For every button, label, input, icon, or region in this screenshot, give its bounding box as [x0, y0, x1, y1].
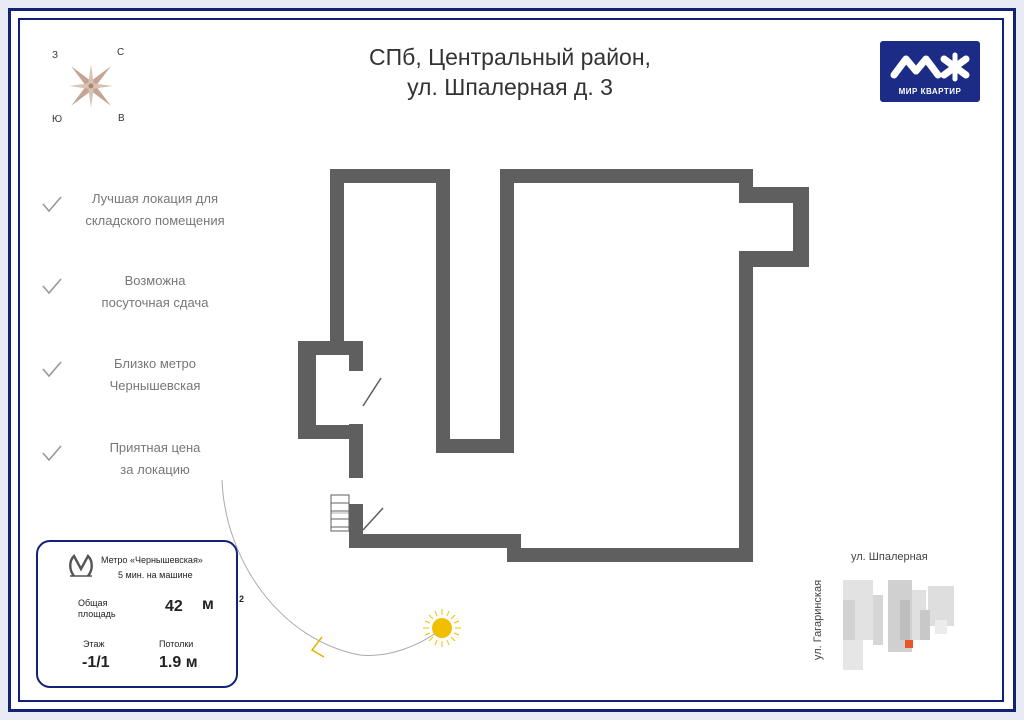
floor-label: Этаж — [83, 639, 105, 649]
door — [362, 507, 384, 531]
page-title-line2: ул. Шпалерная д. 3 — [407, 74, 613, 100]
ceiling-label: Потолки — [159, 639, 194, 649]
moon-icon — [215, 453, 236, 492]
metro-station-name: Метро «Чернышевская» — [101, 555, 203, 565]
area-value: 42 — [165, 598, 183, 615]
feature-text: Приятная цена — [109, 440, 201, 455]
area-unit: м — [202, 596, 214, 613]
wall — [298, 425, 363, 439]
sun-path-arrow — [310, 636, 325, 658]
staircase — [330, 494, 350, 532]
feature-text: Чернышевская — [109, 378, 201, 393]
metro-travel-time: 5 мин. на машине — [118, 570, 193, 580]
location-mini-map — [843, 580, 954, 670]
checkmark-icon — [42, 445, 62, 462]
sun-icon — [423, 609, 461, 647]
street-label-vertical: ул. Гагаринская — [812, 579, 824, 661]
info-card: Метро «Чернышевская» 5 мин. на машине Об… — [36, 540, 244, 688]
location-marker-icon — [905, 640, 913, 648]
feature-text: Близко метро — [113, 356, 197, 371]
wall — [330, 169, 344, 341]
feature-text: за локацию — [120, 462, 190, 477]
wall — [739, 251, 809, 267]
checkmark-icon — [42, 196, 62, 213]
brand-logo-icon — [890, 52, 970, 82]
metro-logo-icon — [69, 554, 93, 577]
checkmark-icon — [42, 278, 62, 295]
area-label: площадь — [78, 609, 116, 619]
map-block — [843, 640, 863, 670]
wall — [349, 341, 363, 371]
floor-value: -1/1 — [82, 654, 110, 671]
feature-text: Лучшая локация для — [92, 191, 218, 206]
feature-item: Приятная цена за локацию — [40, 437, 250, 487]
wall — [436, 169, 450, 453]
feature-item: Возможна посуточная сдача — [40, 270, 250, 320]
compass-west-label: З — [52, 50, 59, 61]
wall-group — [298, 169, 809, 562]
wall — [739, 251, 753, 562]
brand-logo[interactable]: МИР КВАРТИР — [880, 41, 980, 102]
checkmark-icon — [42, 361, 62, 378]
map-block — [900, 600, 910, 640]
ceiling-value: 1.9 м — [159, 654, 198, 671]
wall — [349, 534, 521, 548]
wall — [500, 169, 753, 183]
feature-item: Близко метро Чернышевская — [40, 353, 250, 403]
feature-text: Возможна — [124, 273, 186, 288]
wall — [349, 504, 363, 548]
wall — [298, 341, 316, 439]
map-block — [935, 620, 947, 634]
brand-logo-text: МИР КВАРТИР — [898, 87, 962, 96]
map-block — [928, 586, 954, 626]
sun-path-arc — [221, 479, 441, 656]
feature-text: складского помещения — [85, 213, 225, 228]
compass-north-label: С — [117, 47, 125, 58]
area-unit-superscript: 2 — [239, 594, 245, 604]
map-block — [920, 610, 930, 640]
map-block — [873, 595, 883, 645]
page-title-line1: СПб, Центральный район, — [369, 44, 651, 70]
area-label: Общая — [78, 598, 108, 608]
wall — [507, 548, 753, 562]
wall — [330, 169, 450, 183]
compass-south-label: Ю — [52, 114, 63, 125]
street-label-horizontal: ул. Шпалерная — [851, 551, 928, 563]
compass-east-label: В — [118, 113, 125, 124]
wall — [500, 169, 514, 453]
wall — [793, 187, 809, 267]
feature-text: посуточная сдача — [101, 295, 209, 310]
door — [362, 377, 382, 407]
map-block — [843, 600, 855, 640]
feature-item: Лучшая локация для складского помещения — [40, 188, 250, 238]
wall — [739, 187, 809, 203]
wall — [436, 439, 514, 453]
compass-rose-icon — [69, 64, 113, 108]
